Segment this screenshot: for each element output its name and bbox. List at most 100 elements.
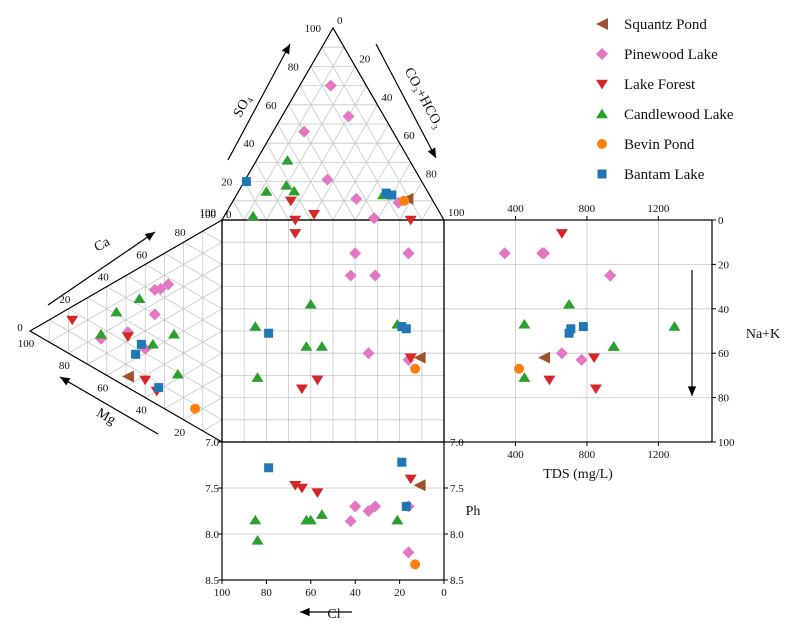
ph-left-tick-label: 8.5 [205, 575, 219, 587]
diamond-point-pinewood-lake [362, 347, 375, 360]
diamond-point-pinewood-lake [402, 247, 415, 260]
co3-tick-label: 40 [381, 92, 393, 104]
cation-grid-line [202, 419, 223, 432]
anion-grid-line [254, 162, 289, 221]
ph-point-candlewood-lake [315, 509, 328, 519]
cation-point-bevin-pond [190, 403, 201, 414]
mg-direction-arrow [59, 376, 159, 435]
diamond-point-squantz-pond [413, 351, 426, 364]
ph-right-tick-label: 7.0 [450, 437, 464, 449]
cation-point-pinewood-lake [148, 308, 161, 321]
nak-tick-label: 20 [718, 259, 730, 271]
cation-point-lake-forest [139, 375, 152, 386]
co3-direction-arrow [375, 43, 437, 159]
tds-top-tick-label: 1200 [647, 203, 670, 215]
cl-axis-label: Cl [327, 607, 340, 622]
cl-tick-label: 60 [305, 587, 317, 599]
cation-point-pinewood-lake [148, 283, 161, 296]
diamond-point-lake-forest [295, 384, 308, 395]
tds-point-candlewood-lake [518, 318, 531, 329]
tds-point-lake-forest [589, 384, 602, 395]
diamond-point-bantam-lake [401, 324, 411, 334]
ph-point-lake-forest [404, 474, 417, 485]
axis-arrows [47, 43, 697, 617]
cation-grid-line [87, 286, 223, 365]
legend-marker-lake-forest [596, 79, 608, 90]
diamond-point-lake-forest [404, 353, 417, 364]
ph-point-candlewood-lake [249, 514, 262, 525]
tds-point-lake-forest [588, 353, 601, 364]
ph-point-lake-forest [295, 483, 308, 494]
co3-axis-label: CO₃+HCO₃ [401, 65, 446, 131]
anion-point-lake-forest [308, 210, 321, 220]
anion-point-pinewood-lake [321, 173, 334, 186]
anion-point-candlewood-lake [288, 185, 301, 196]
legend-marker-bevin-pond [597, 139, 607, 149]
ca-tick-label: 100 [200, 207, 217, 219]
cation-grid-line [125, 275, 223, 332]
diamond-point-pinewood-lake [349, 247, 362, 260]
tds-point-bantam-lake [578, 322, 588, 332]
diamond-point-bantam-lake [264, 328, 274, 338]
diamond-point-candlewood-lake [251, 372, 264, 382]
diamond-point-pinewood-lake [344, 269, 357, 282]
anion-point-pinewood-lake [298, 125, 311, 138]
diamond-point-candlewood-lake [304, 298, 317, 309]
cation-point-bantam-lake [136, 339, 146, 349]
diamond-point-candlewood-lake [315, 341, 328, 351]
anion-point-bantam-lake [387, 190, 397, 200]
tds-point-lake-forest [543, 375, 556, 386]
co3-tick-label: 100 [448, 207, 465, 219]
co3-tick-label: 20 [359, 53, 371, 65]
tds-point-pinewood-lake [604, 269, 617, 282]
anion-point-lake-forest [284, 196, 297, 207]
mg-tick-label: 100 [18, 338, 35, 350]
anion-point-pinewood-lake [324, 79, 337, 92]
anion-point-lake-forest [289, 215, 302, 226]
anion-point-bevin-pond [399, 195, 410, 206]
ph-point-bevin-pond [410, 559, 421, 570]
diamond-point-lake-forest [289, 229, 302, 239]
frame-layer [28, 26, 713, 581]
legend-label-bantam-lake: Bantam Lake [624, 167, 705, 183]
nak-tick-label: 100 [718, 437, 735, 449]
tds-point-pinewood-lake [498, 247, 511, 260]
co3-tick-label: 80 [426, 169, 438, 181]
ph-point-squantz-pond [413, 479, 426, 492]
anion-grid-line [288, 85, 367, 221]
nak-axis-label: Na+K [746, 327, 780, 342]
grid-layer [48, 46, 712, 535]
ca-tick-label: 0 [17, 322, 23, 334]
anion-grid-line [332, 123, 389, 221]
ph-panel-frame [221, 441, 445, 581]
tds-point-bevin-pond [514, 363, 525, 374]
cation-point-lake-forest [66, 315, 79, 326]
cation-point-bantam-lake [154, 383, 164, 393]
anion-grid-line [277, 123, 334, 221]
anion-point-bantam-lake [381, 188, 391, 198]
tds-bottom-tick-label: 800 [579, 449, 596, 461]
cation-grid-line [164, 375, 223, 410]
tds-bottom-tick-label: 1200 [647, 449, 670, 461]
diamond-point-pinewood-lake [369, 269, 382, 282]
cation-point-candlewood-lake [95, 328, 108, 339]
legend-label-pinewood-lake: Pinewood Lake [624, 47, 718, 63]
ph-left-tick-label: 7.0 [205, 437, 219, 449]
cation-point-candlewood-lake [133, 293, 146, 304]
cation-point-candlewood-lake [168, 328, 180, 339]
mg-tick-label: 60 [97, 382, 109, 394]
anion-point-candlewood-lake [281, 155, 294, 165]
tds-point-candlewood-lake [668, 321, 681, 331]
nak-tick-label: 80 [718, 393, 730, 405]
tds-point-candlewood-lake [607, 341, 620, 351]
cation-point-candlewood-lake [146, 338, 159, 349]
co3-tick-label: 60 [404, 130, 416, 142]
cation-grid-line [164, 252, 223, 287]
ca-tick-label: 20 [59, 294, 71, 306]
legend-label-lake-forest: Lake Forest [624, 77, 696, 93]
ph-left-tick-label: 7.5 [205, 483, 219, 495]
nak-tick-label: 40 [718, 304, 730, 316]
cation-point-pinewood-lake [162, 278, 175, 291]
